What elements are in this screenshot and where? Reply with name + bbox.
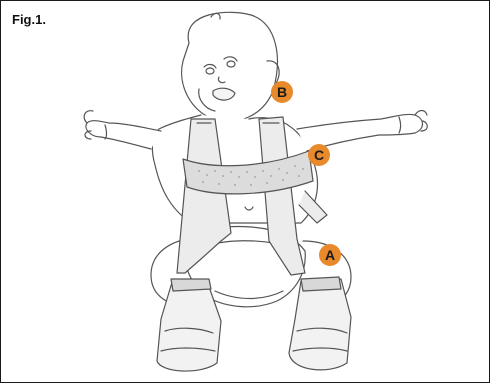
marker-c: C — [308, 144, 330, 166]
marker-b: B — [271, 81, 293, 103]
marker-a: A — [319, 244, 341, 266]
marker-b-label: B — [277, 84, 287, 100]
marker-c-label: C — [314, 147, 324, 163]
baby-head — [182, 12, 280, 121]
baby-left-arm — [84, 111, 161, 149]
marker-a-label: A — [325, 247, 335, 263]
